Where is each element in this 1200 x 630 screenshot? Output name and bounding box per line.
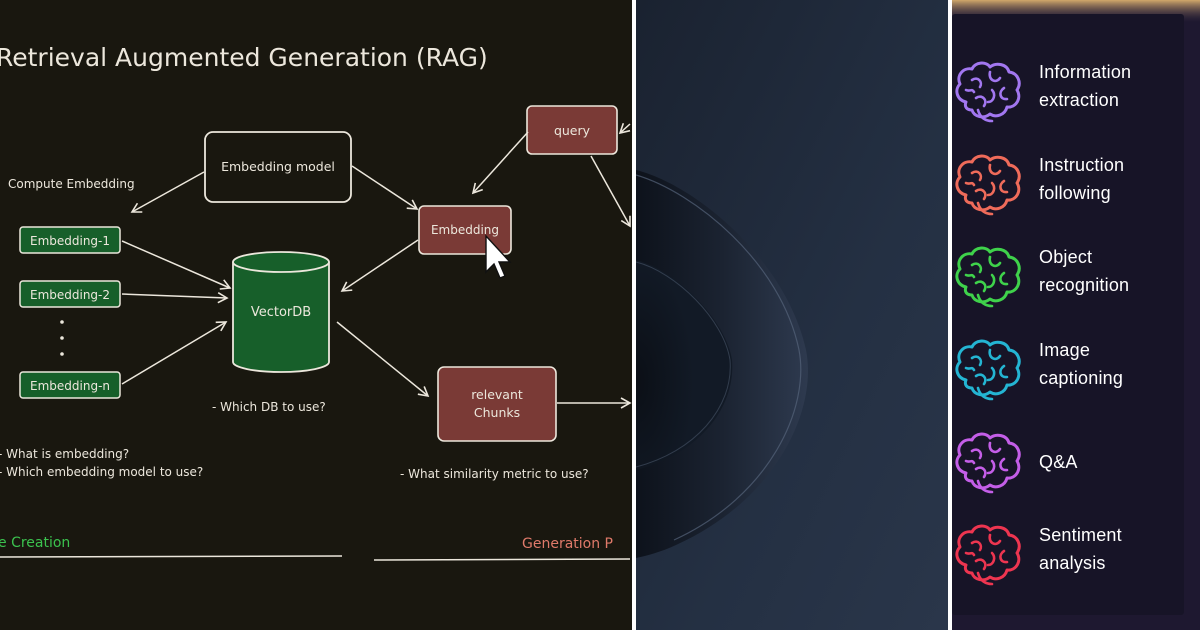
compute-embedding-label: Compute Embedding <box>8 177 135 191</box>
arrow <box>618 123 631 135</box>
ellipsis-dot <box>60 336 64 340</box>
diagram-arrows <box>121 123 632 409</box>
embedding-1-box <box>19 226 121 254</box>
task-label-line1: Sentiment <box>1039 525 1122 545</box>
task-label-line1: Image <box>1039 340 1091 360</box>
task-label-line2: following <box>1039 183 1111 203</box>
brain-icon <box>955 246 1021 308</box>
task-label-line2: captioning <box>1039 368 1124 388</box>
arrow <box>340 239 419 292</box>
query-box <box>526 105 618 155</box>
arrow <box>336 321 430 398</box>
relevant-label: relevant <box>471 387 523 402</box>
embedding-model-label: Embedding model <box>221 159 335 174</box>
task-label-line1: Object <box>1039 247 1093 267</box>
arrow <box>121 240 232 290</box>
task-item-instruction-following: Instruction following <box>952 139 1200 229</box>
similarity-question: - What similarity metric to use? <box>400 467 589 481</box>
embedding-label: Embedding <box>431 223 499 237</box>
task-list-panel: Information extraction Instruction followi… <box>952 0 1200 630</box>
brain-icon <box>955 339 1021 401</box>
task-label-line2: recognition <box>1039 275 1130 295</box>
ellipsis-dot <box>60 320 64 324</box>
embedding-n-label: Embedding-n <box>30 379 110 393</box>
vectordb-label: VectorDB <box>251 305 311 320</box>
arrow <box>351 165 419 210</box>
task-label-line1: Instruction <box>1039 155 1125 175</box>
task-label-line2: extraction <box>1039 90 1120 110</box>
embedding-question: - What is embedding? <box>0 447 129 461</box>
ring-inner-edge <box>636 261 731 468</box>
mouse-cursor-icon <box>485 234 512 279</box>
brain-icon <box>955 154 1021 216</box>
abstract-ring-panel <box>636 0 948 630</box>
arrow <box>471 131 529 195</box>
creation-label: e Creation <box>0 535 70 551</box>
model-question: - Which embedding model to use? <box>0 465 203 479</box>
chunks-label: Chunks <box>474 405 520 420</box>
brain-icon <box>955 61 1021 123</box>
embedding-model-box <box>204 131 352 203</box>
ring-inner <box>636 260 733 470</box>
embedding-n-box <box>19 371 121 399</box>
abstract-ring-image <box>636 0 948 630</box>
task-label-line2: analysis <box>1039 553 1106 573</box>
task-item-information-extraction: Information extraction <box>952 46 1200 136</box>
embedding-1-label: Embedding-1 <box>30 234 110 248</box>
arrow <box>130 171 205 213</box>
generation-underline <box>373 558 631 561</box>
diagram-title: Retrieval Augmented Generation (RAG) <box>0 43 488 72</box>
task-label-line1: Q&A <box>1039 452 1078 472</box>
embedding-2-box <box>19 280 121 308</box>
brain-icon <box>955 432 1021 494</box>
arrow <box>121 291 229 304</box>
relevant-chunks-box <box>437 366 557 442</box>
arrow <box>590 155 631 228</box>
arrow <box>121 321 228 385</box>
rag-diagram-panel: Retrieval Augmented Generation (RAG) Emb… <box>0 0 632 630</box>
ellipsis-dot <box>60 352 64 356</box>
db-question: - Which DB to use? <box>212 400 326 414</box>
task-item-object-recognition: Object recognition <box>952 231 1200 321</box>
vectordb-cylinder <box>232 251 330 373</box>
task-item-qa: Q&A <box>952 417 1200 507</box>
generation-label: Generation P <box>522 536 613 552</box>
query-label: query <box>554 123 591 138</box>
task-item-image-captioning: Image captioning <box>952 324 1200 414</box>
embedding-2-label: Embedding-2 <box>30 288 110 302</box>
ring-highlight <box>636 174 802 541</box>
rag-diagram: Retrieval Augmented Generation (RAG) Emb… <box>0 43 632 561</box>
brain-icon <box>955 524 1021 586</box>
task-label-line1: Information <box>1039 62 1132 82</box>
creation-underline <box>0 555 343 558</box>
task-item-sentiment-analysis: Sentiment analysis <box>952 509 1200 599</box>
